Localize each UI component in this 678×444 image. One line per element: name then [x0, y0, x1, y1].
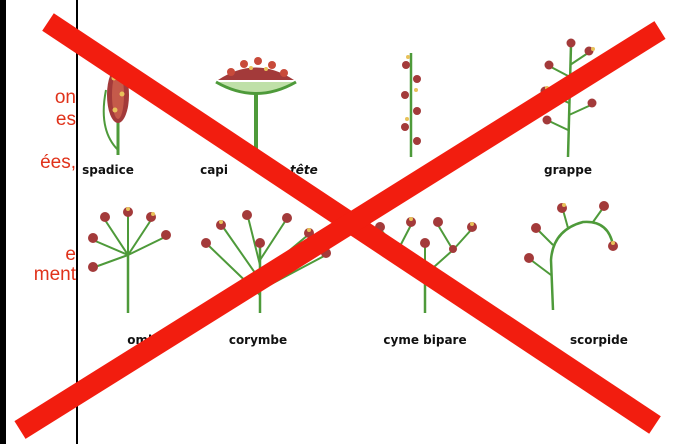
- screenshot-canvas: on es ées, e ment spadice: [0, 0, 678, 444]
- cross-out-icon: [0, 0, 678, 444]
